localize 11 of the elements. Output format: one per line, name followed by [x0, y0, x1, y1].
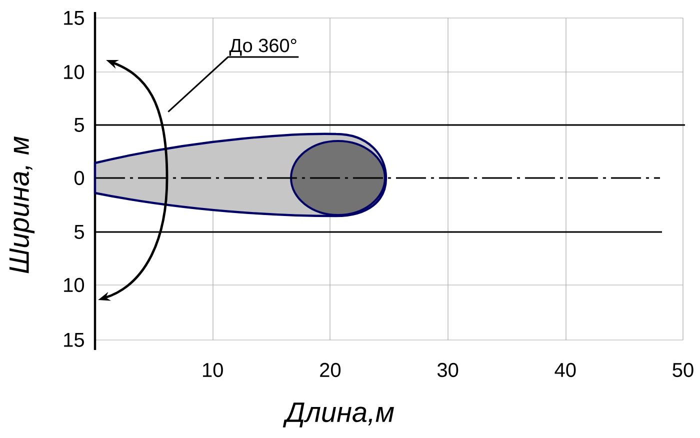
leader-line [168, 56, 299, 112]
axis-title: Длина,м [282, 402, 394, 428]
callout-text: До 360° [229, 38, 296, 56]
tick-label: 40 [554, 362, 576, 378]
tick-label: 50 [672, 362, 694, 378]
tick-label: 15 [64, 333, 84, 347]
tick-label: 15 [64, 11, 84, 25]
axis-title: Ширина, м [9, 136, 35, 274]
tick-label: 30 [437, 362, 458, 378]
tick-label: 10 [203, 362, 223, 378]
tick-label: 20 [320, 362, 341, 378]
